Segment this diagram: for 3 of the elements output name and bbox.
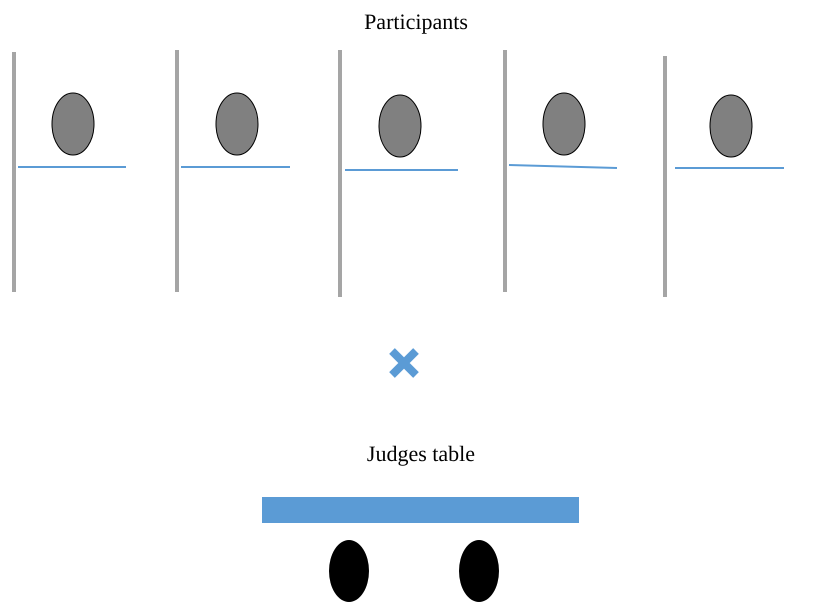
- section-heading: Participants: [364, 11, 468, 33]
- judges-table: [262, 497, 579, 523]
- table-label: Judges table: [366, 443, 476, 465]
